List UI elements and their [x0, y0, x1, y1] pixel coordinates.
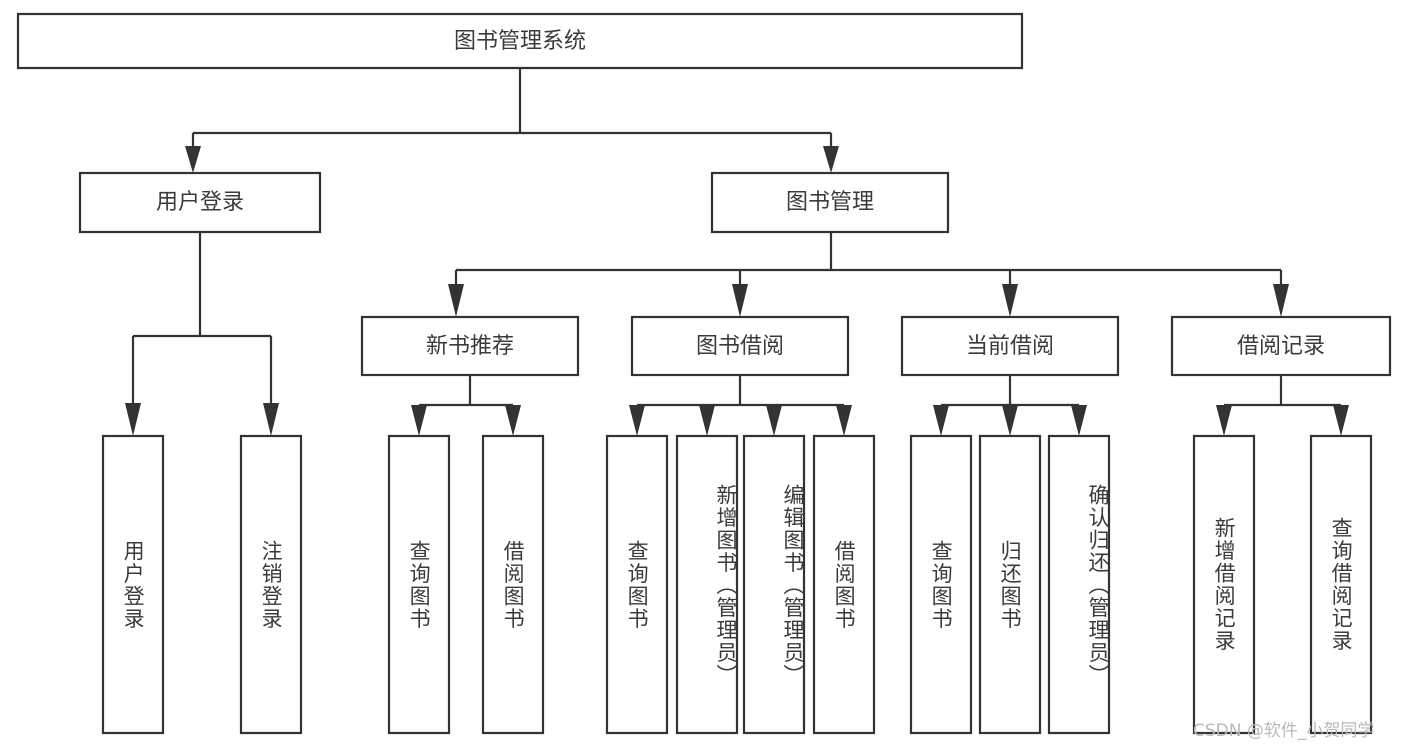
leaf-label-edit-book: 编辑图书（管理员）: [781, 483, 805, 687]
node-new-book-recommend-label: 新书推荐: [426, 334, 514, 359]
leaf-box-return-book[interactable]: [978, 434, 1042, 735]
node-current-borrow[interactable]: [900, 315, 1120, 377]
arrow-to-leaf-user-login: [125, 403, 141, 436]
leaf-box-query-book-2[interactable]: [605, 434, 669, 735]
arrow-to-leaf-user-logout: [263, 403, 279, 436]
leaf-box-confirm-return[interactable]: [1047, 434, 1111, 735]
leaf-label-query-book-3: 查询图书: [929, 539, 954, 630]
arrow-to-leaf-borrow-book-1: [505, 405, 521, 436]
connector-group-root: [185, 68, 839, 173]
connector-group-borrow-record: [1216, 375, 1349, 436]
node-book-borrow[interactable]: [630, 315, 850, 377]
arrow-to-leaf-edit-book: [766, 405, 782, 436]
arrow-to-borrow-record: [1273, 284, 1289, 317]
leaf-label-borrow-book-1: 借阅图书: [501, 539, 526, 630]
arrow-to-new-book-recommend: [448, 284, 464, 317]
leaf-box-borrow-book-1[interactable]: [481, 434, 545, 735]
connector-group-book-borrow: [629, 375, 852, 436]
connector-group-user-login: [125, 232, 279, 436]
leaf-label-user-logout: 注销登录: [259, 539, 284, 630]
connector-group-new-book-recommend: [411, 375, 521, 436]
arrow-to-leaf-add-record: [1216, 405, 1232, 436]
node-user-login[interactable]: [78, 171, 322, 234]
arrow-to-current-borrow: [1002, 284, 1018, 317]
leaf-label-user-login: 用户登录: [121, 539, 146, 630]
node-borrow-record[interactable]: [1170, 315, 1392, 377]
arrow-to-leaf-query-record: [1333, 405, 1349, 436]
leaf-label-query-record: 查询借阅记录: [1329, 517, 1354, 652]
leaf-label-return-book: 归还图书: [998, 539, 1023, 630]
leaf-box-borrow-book-2[interactable]: [812, 434, 876, 735]
node-user-login-label: 用户登录: [156, 190, 244, 215]
leaf-box-edit-book[interactable]: [742, 434, 806, 735]
leaf-box-user-logout[interactable]: [239, 434, 303, 735]
arrow-to-leaf-query-book-3: [933, 405, 949, 436]
arrow-to-user-login: [185, 146, 201, 173]
leaf-label-confirm-return: 确认归还（管理员）: [1086, 483, 1110, 687]
node-borrow-record-label: 借阅记录: [1237, 334, 1325, 359]
arrow-to-book-borrow: [732, 284, 748, 317]
arrow-to-leaf-query-book-2: [629, 405, 645, 436]
leaf-label-add-book: 新增图书（管理员）: [714, 483, 738, 687]
csdn-watermark: CSDN @软件_小贺同学: [1193, 721, 1375, 741]
leaf-box-query-book-3[interactable]: [909, 434, 973, 735]
connector-group-book-manage: [448, 232, 1289, 317]
leaf-label-query-book-1: 查询图书: [407, 539, 432, 630]
leaf-box-query-book-1[interactable]: [387, 434, 451, 735]
node-book-borrow-label: 图书借阅: [696, 334, 784, 359]
leaf-box-user-login[interactable]: [101, 434, 165, 735]
leaf-box-add-book[interactable]: [675, 434, 739, 735]
arrow-to-leaf-confirm-return: [1071, 405, 1087, 436]
leaf-box-query-record[interactable]: [1309, 434, 1373, 735]
node-new-book-recommend[interactable]: [360, 315, 580, 377]
arrow-to-leaf-return-book: [1002, 405, 1018, 436]
node-current-borrow-label: 当前借阅: [966, 334, 1054, 359]
node-root-label: 图书管理系统: [454, 29, 586, 54]
leaf-label-borrow-book-2: 借阅图书: [832, 539, 857, 630]
arrow-to-leaf-add-book: [699, 405, 715, 436]
arrow-to-leaf-borrow-book-2: [836, 405, 852, 436]
leaf-label-add-record: 新增借阅记录: [1212, 517, 1237, 652]
node-book-manage[interactable]: [710, 171, 950, 234]
node-root[interactable]: [16, 12, 1024, 70]
node-book-manage-label: 图书管理: [786, 190, 874, 215]
arrow-to-book-manage: [823, 146, 839, 173]
connector-group-current-borrow: [933, 375, 1087, 436]
leaf-box-add-record[interactable]: [1192, 434, 1256, 735]
leaf-label-query-book-2: 查询图书: [625, 539, 650, 630]
arrow-to-leaf-query-book-1: [411, 405, 427, 436]
